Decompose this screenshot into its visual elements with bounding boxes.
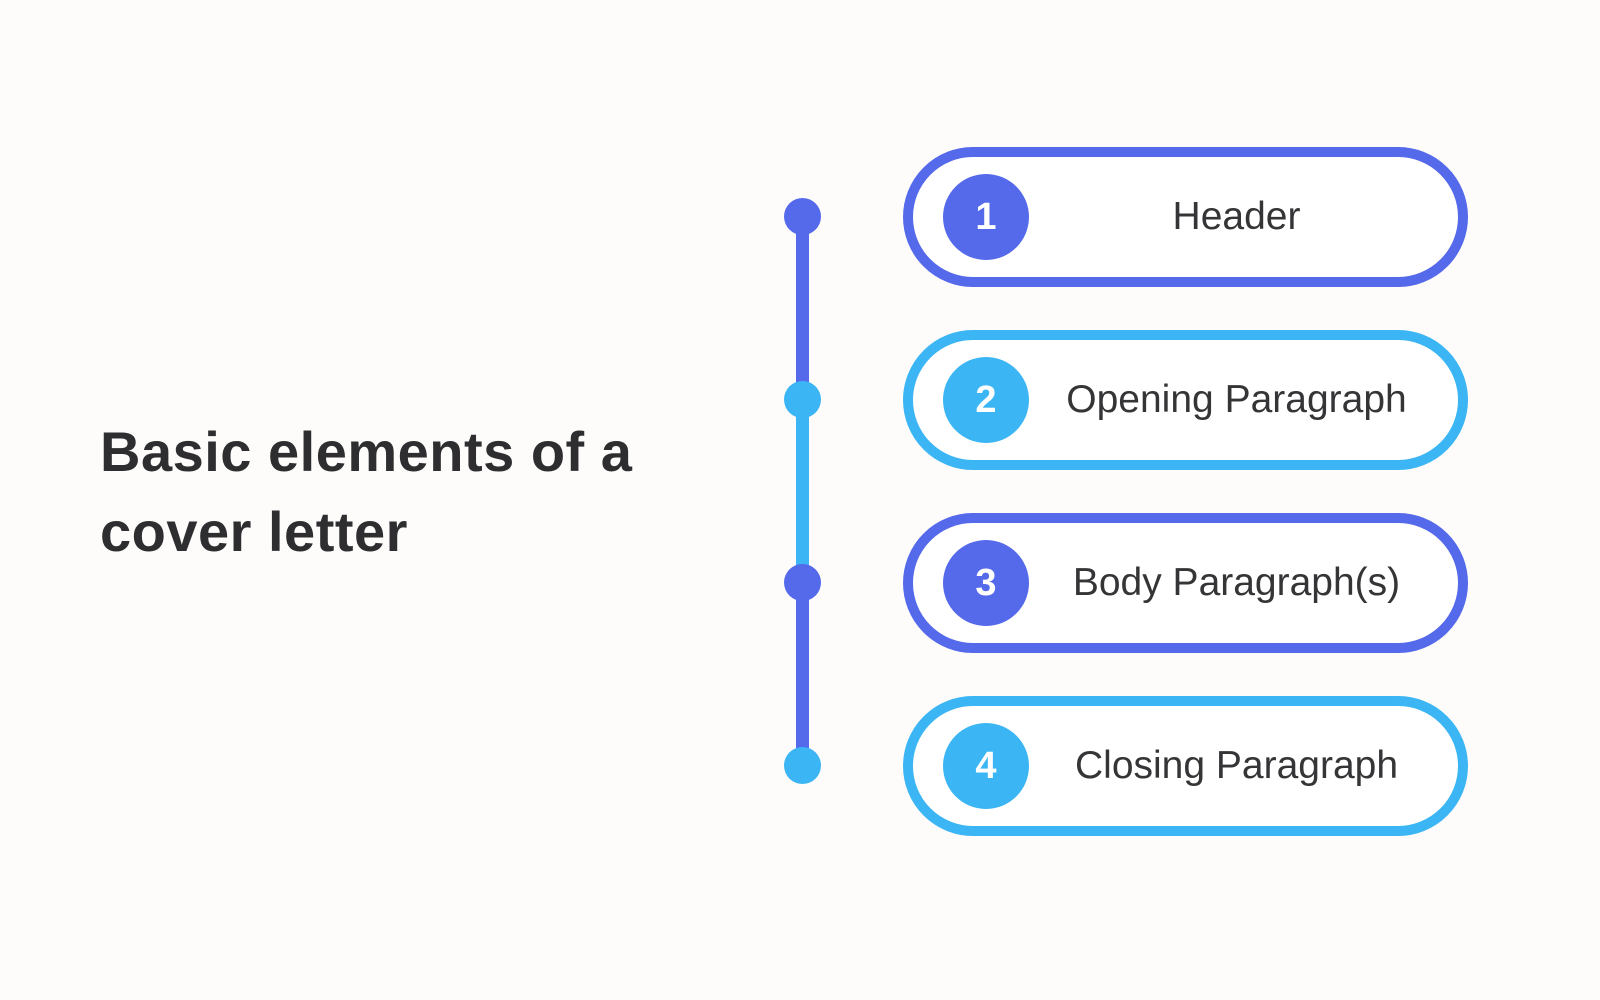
step-number-1: 1 xyxy=(975,195,997,238)
title-line-1: Basic elements of a xyxy=(100,420,633,483)
step-number-2: 2 xyxy=(975,378,997,421)
timeline-segment-2 xyxy=(796,399,809,582)
step-label-1: Header xyxy=(1172,195,1301,238)
title-line-2: cover letter xyxy=(100,500,408,563)
step-number-3: 3 xyxy=(975,561,997,604)
step-number-badge-1: 1 xyxy=(943,174,1029,260)
timeline-dot-2 xyxy=(784,381,821,418)
step-label-4: Closing Paragraph xyxy=(1074,744,1399,787)
step-pill-header: 1 Header xyxy=(903,147,1468,287)
step-label-2: Opening Paragraph xyxy=(1066,378,1407,421)
step-pill-opening-paragraph: 2 Opening Paragraph xyxy=(903,330,1468,470)
step-number-4: 4 xyxy=(975,744,997,787)
step-number-badge-2: 2 xyxy=(943,357,1029,443)
step-pill-body-paragraphs: 3 Body Paragraph(s) xyxy=(903,513,1468,653)
steps-list: 1 Header 2 Opening Paragraph 3 Body Para… xyxy=(903,147,1468,836)
timeline-segment-1 xyxy=(796,216,809,399)
timeline-dot-4 xyxy=(784,747,821,784)
page-title: Basic elements of a cover letter xyxy=(100,412,632,572)
timeline-dot-1 xyxy=(784,198,821,235)
timeline-dot-3 xyxy=(784,564,821,601)
timeline-segment-3 xyxy=(796,582,809,765)
step-number-badge-4: 4 xyxy=(943,723,1029,809)
step-pill-closing-paragraph: 4 Closing Paragraph xyxy=(903,696,1468,836)
step-number-badge-3: 3 xyxy=(943,540,1029,626)
step-label-3: Body Paragraph(s) xyxy=(1072,561,1401,604)
